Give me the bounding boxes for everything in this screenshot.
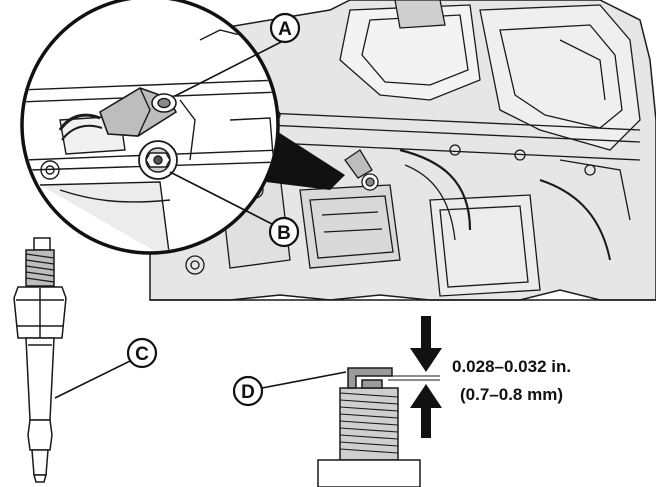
gap-spec-inches: 0.028–0.032 in. (452, 357, 571, 376)
magnified-inset (20, 0, 345, 255)
arrow-down-icon (410, 316, 442, 372)
electrode-gap-detail (317, 367, 440, 487)
callout-d-label: D (241, 382, 255, 403)
spark-plug-illustration (13, 237, 67, 483)
callout-a: A (174, 12, 301, 97)
callout-c: C (54, 337, 158, 399)
callout-d: D (232, 371, 347, 407)
callout-b-label: B (277, 223, 291, 244)
callout-a-label: A (278, 19, 292, 40)
callout-c-label: C (135, 344, 149, 365)
arrow-up-icon (410, 384, 442, 438)
callout-b: B (169, 171, 300, 248)
gap-spec-millimeters: (0.7–0.8 mm) (460, 385, 563, 404)
